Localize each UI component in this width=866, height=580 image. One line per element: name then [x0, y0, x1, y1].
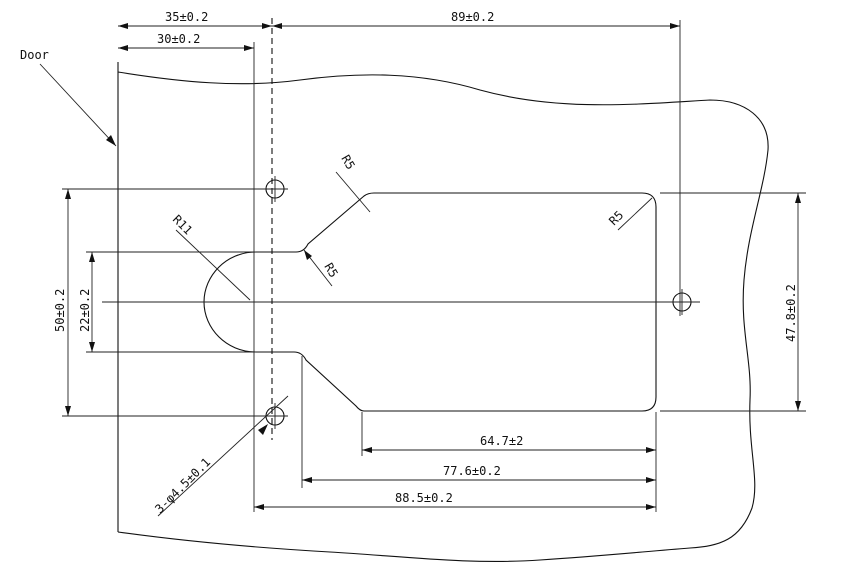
mounting-holes	[262, 176, 695, 429]
dim-50-label: 50±0.2	[53, 289, 67, 332]
door-callout: Door	[20, 48, 117, 147]
dim-50: 50±0.2	[53, 189, 71, 416]
r5-top-callout: R5	[335, 153, 371, 213]
dim-89: 89±0.2	[272, 10, 680, 29]
r5-neck-label: R5	[321, 261, 340, 281]
door-outline	[117, 62, 769, 563]
dim-88-5: 88.5±0.2	[254, 491, 656, 510]
dim-30-label: 30±0.2	[157, 32, 200, 46]
dim-35-label: 35±0.2	[165, 10, 208, 24]
r5-top-label: R5	[338, 153, 357, 173]
reference-lines	[253, 18, 681, 512]
dim-88-5-label: 88.5±0.2	[395, 491, 453, 505]
dim-77-6: 77.6±0.2	[302, 464, 656, 483]
extension-lines	[62, 188, 806, 417]
holes-label: 3-φ4.5±0.1	[152, 455, 213, 516]
dim-30: 30±0.2	[118, 32, 254, 51]
door-label: Door	[20, 48, 49, 62]
dim-47-8: 47.8±0.2	[784, 193, 801, 411]
dim-64-7-label: 64.7±2	[480, 434, 523, 448]
dim-47-8-label: 47.8±0.2	[784, 284, 798, 342]
dim-22: 22±0.2	[78, 252, 95, 352]
dim-22-label: 22±0.2	[78, 289, 92, 332]
r11-label: R11	[170, 212, 195, 237]
dim-64-7: 64.7±2	[362, 434, 656, 453]
holes-callout: 3-φ4.5±0.1	[152, 395, 289, 517]
dim-89-label: 89±0.2	[451, 10, 494, 24]
r11-callout: R11	[170, 212, 251, 301]
r5-neck-callout: R5	[303, 249, 341, 287]
dim-77-6-label: 77.6±0.2	[443, 464, 501, 478]
r5-right-callout: R5	[606, 197, 653, 231]
dim-35: 35±0.2	[118, 10, 272, 29]
